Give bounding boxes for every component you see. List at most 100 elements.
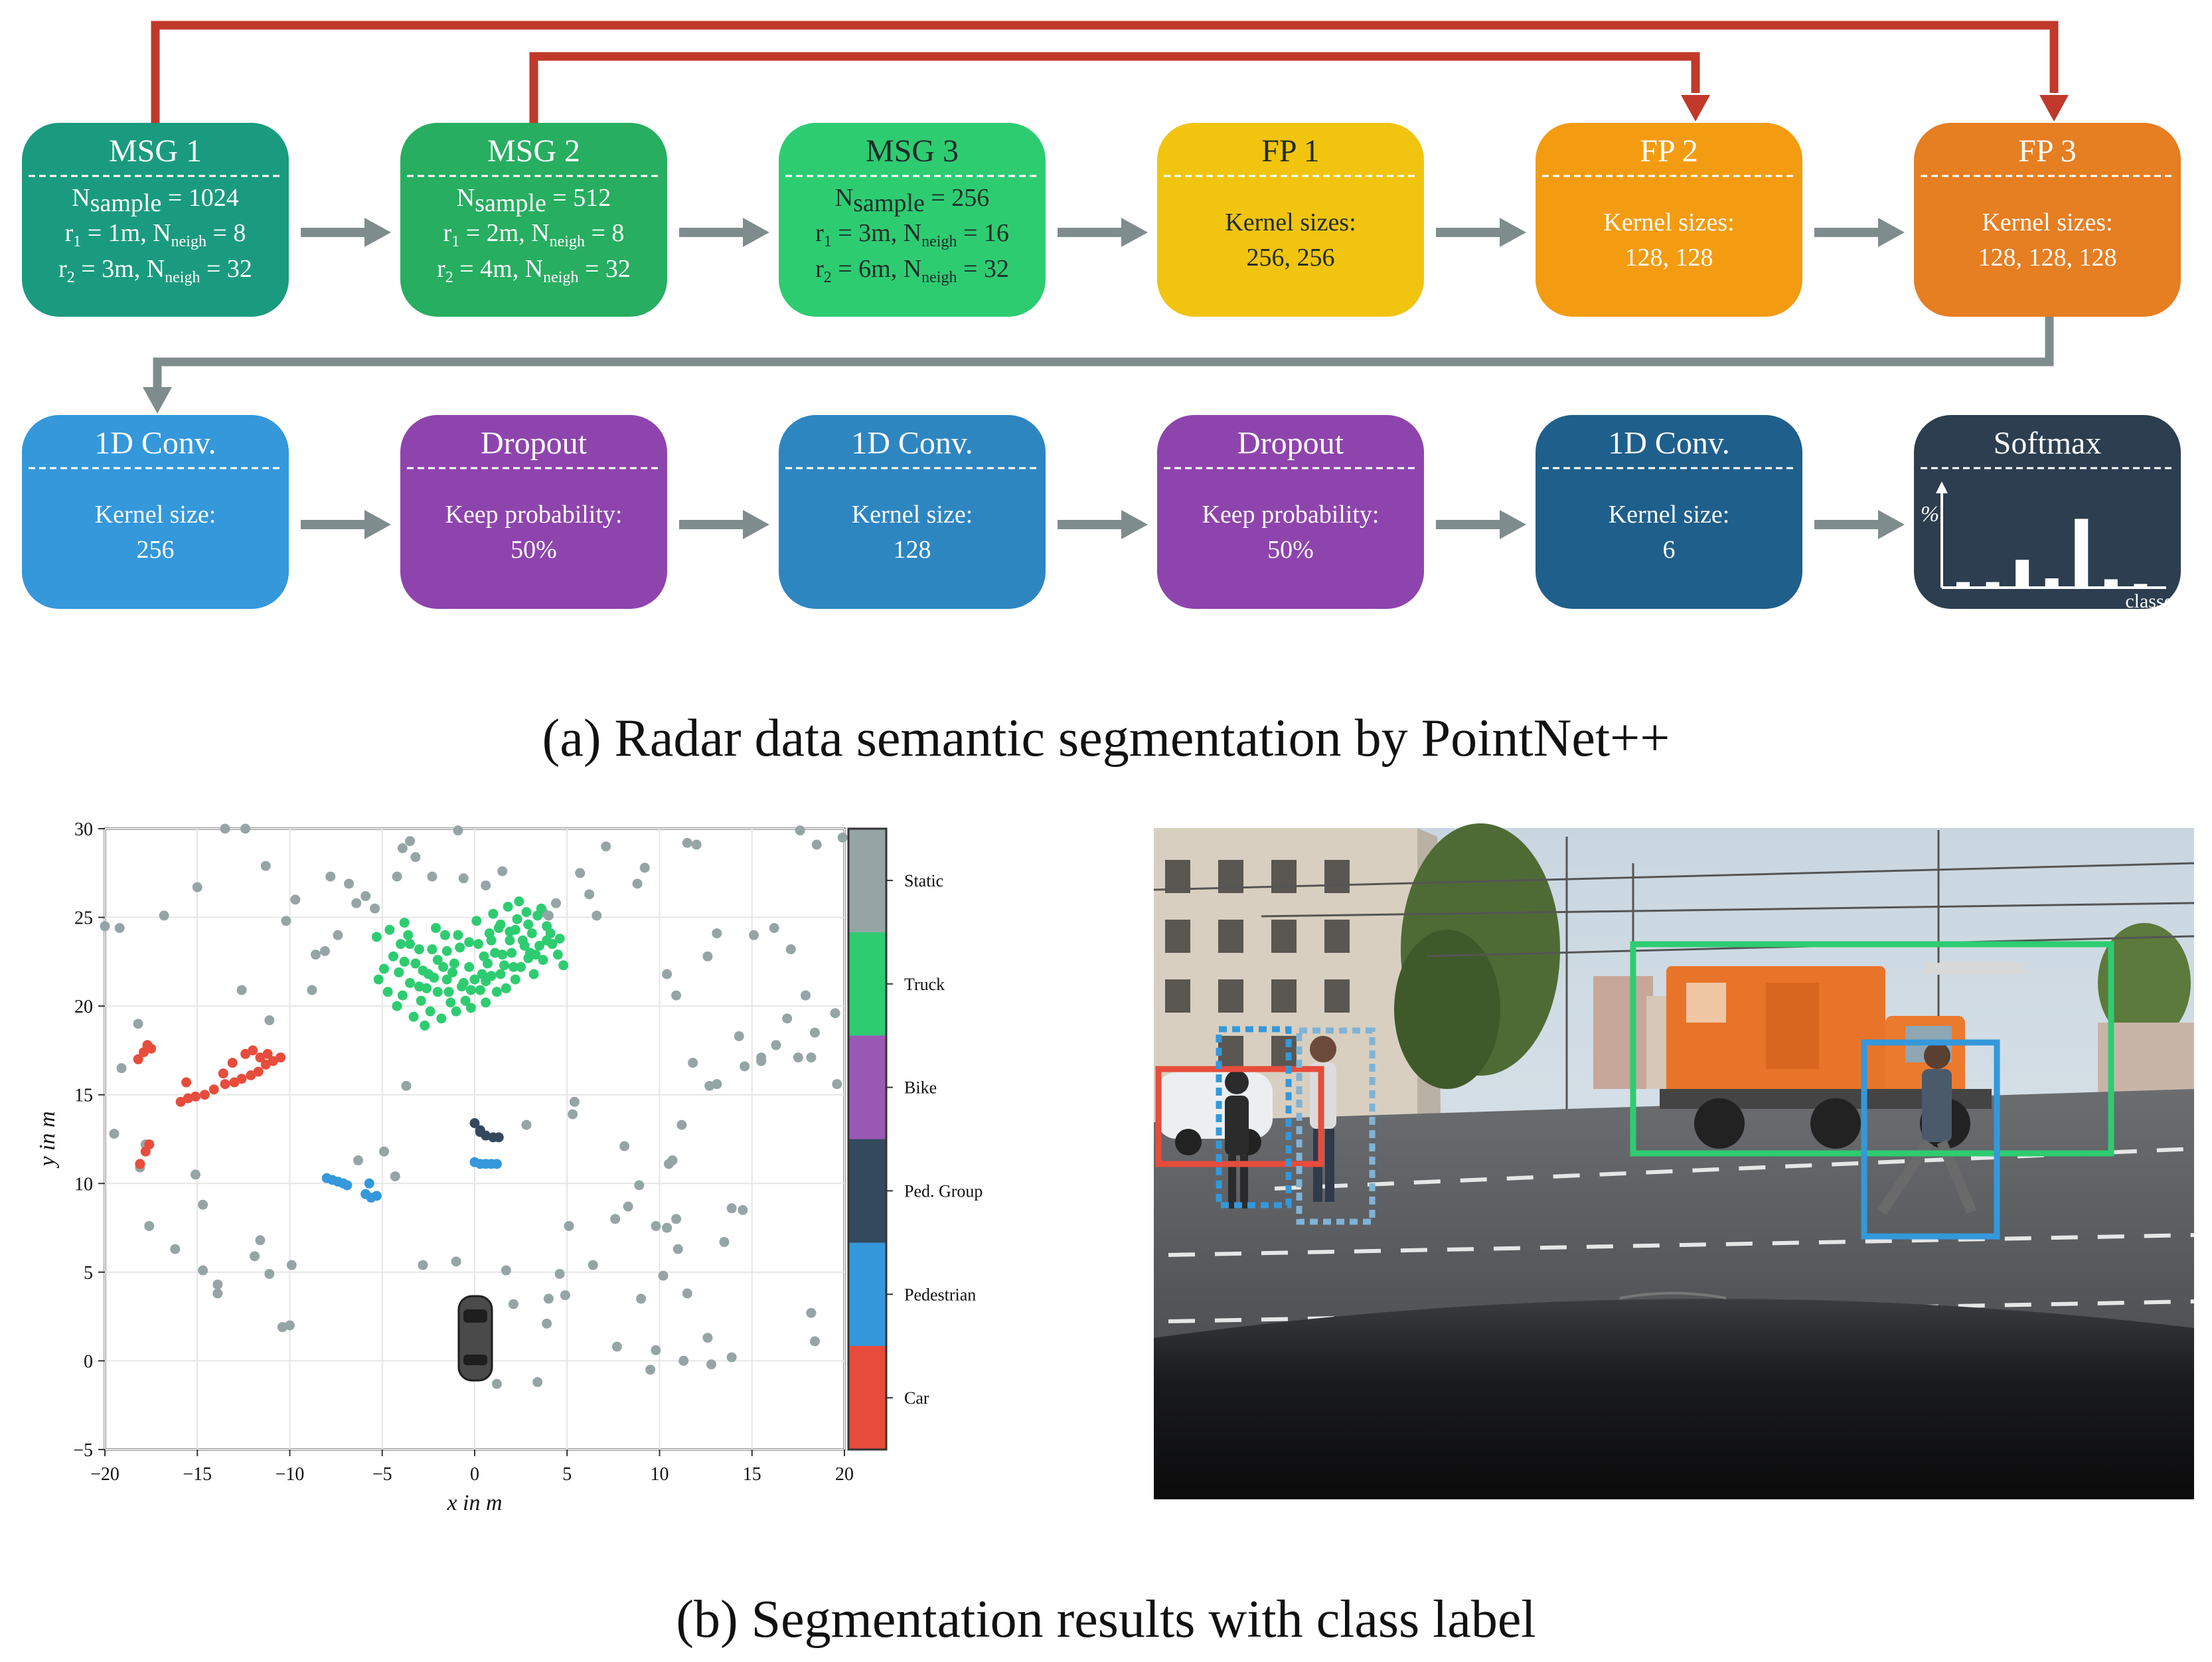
scatter-point [530,950,541,960]
scatter-point [253,1066,264,1077]
scatter-point [255,1052,266,1063]
x-tick-label: 5 [562,1464,572,1485]
caption-a: (a) Radar data semantic segmentation by … [542,709,1670,768]
block-line: Kernel sizes: [1225,208,1356,236]
scatter-point [671,990,682,1001]
scatter-point [510,974,520,985]
scatter-point [671,1214,682,1224]
scatter-point [401,1080,412,1091]
scatter-point [379,1146,390,1157]
scatter-point [632,878,643,889]
scatter-point [138,1047,149,1058]
scatter-point [264,1015,275,1026]
block-text-segment: 2 [67,269,75,286]
scatter-point [447,967,458,977]
scatter-point [552,950,563,960]
scatter-point [310,950,321,960]
block-1d-conv-2-3: 1D Conv.Kernel size:128 [779,415,1046,609]
scatter-point [116,1063,127,1074]
x-tick-label: −5 [372,1464,392,1485]
block-line: 50% [511,536,557,564]
block-line: r2 = 3m, Nneigh = 32 [58,255,252,286]
colorbar-strip [847,827,888,1451]
scatter-point [220,823,230,834]
scatter-point [634,1180,645,1191]
scatter-point [408,1011,419,1022]
scatter-point [441,974,452,985]
scatter-point [619,1141,630,1151]
scatter-point [545,928,556,939]
block-text-segment: 50% [511,536,557,564]
scatter-point [481,880,491,890]
scatter-point [538,955,548,965]
scatter-point [782,1013,793,1024]
scatter-point [236,985,247,995]
pedestrian-bbox [1861,1039,2000,1240]
scatter-point [481,976,491,987]
softmax-y-axis-head [1936,481,1948,493]
x-tick-label: −20 [90,1464,119,1485]
scatter-point [427,871,437,882]
caption-b: (b) Segmentation results with class labe… [676,1590,1536,1649]
scatter-point [260,861,271,871]
y-tick-label: 0 [84,1351,93,1372]
scatter-point [436,1013,447,1024]
softmax-bar [1986,582,2000,588]
block-title: MSG 2 [487,133,580,169]
scatter-point [809,1336,820,1347]
scatter-point [390,1171,400,1182]
block-text-segment: 50% [1267,536,1314,564]
block-background [1914,123,2181,317]
block-line: 50% [1267,536,1314,564]
plot-points [100,823,848,1389]
block-text-segment: = 4m, N [453,255,543,283]
scatter-point [371,1191,382,1201]
scatter-point [491,1378,502,1389]
scatter-point [333,930,343,940]
scatter-point [497,866,508,876]
scatter-point [405,977,416,988]
scatter-point [418,1260,428,1270]
scatter-point [516,961,526,972]
scatter-point [651,1345,661,1355]
scatter-point [190,1091,200,1102]
block-text-segment: 128, 128 [1625,244,1713,272]
scatter-point [554,1269,565,1280]
block-text-segment: = 16 [957,219,1008,247]
block-text-segment: N [72,184,90,212]
scatter-point [373,974,384,985]
scatter-point [432,955,443,965]
scatter-point [469,1118,480,1128]
scatter-point [475,1127,485,1137]
block-text-segment: Kernel size: [1609,501,1730,529]
block-title: 1D Conv. [94,426,216,461]
scatter-point [691,839,702,850]
ego-car-icon [457,1295,493,1382]
camera-image [1153,823,2195,1499]
scatter-point [528,969,539,979]
scatter-point [682,1288,692,1299]
scatter-point [465,985,476,995]
softmax-bar [2104,579,2118,588]
scatter-point [475,985,485,995]
scatter-point [543,910,554,921]
softmax-x-label: classes [2125,590,2180,612]
scatter-point [384,924,395,935]
scatter-point [554,934,565,944]
scatter-point [451,1256,461,1267]
scatter-point [601,841,611,852]
block-text-segment: Kernel size: [852,501,973,529]
scatter-point [427,944,437,955]
block-title: Dropout [481,426,588,461]
block-text-segment: = 8 [206,219,246,247]
block-text-segment: neigh [171,233,206,250]
scatter-point [455,942,465,953]
scatter-point [418,965,428,976]
scatter-point [568,1109,578,1120]
block-text-segment: neigh [921,269,957,286]
skip-connection-msg2-fp2 [529,52,1700,123]
